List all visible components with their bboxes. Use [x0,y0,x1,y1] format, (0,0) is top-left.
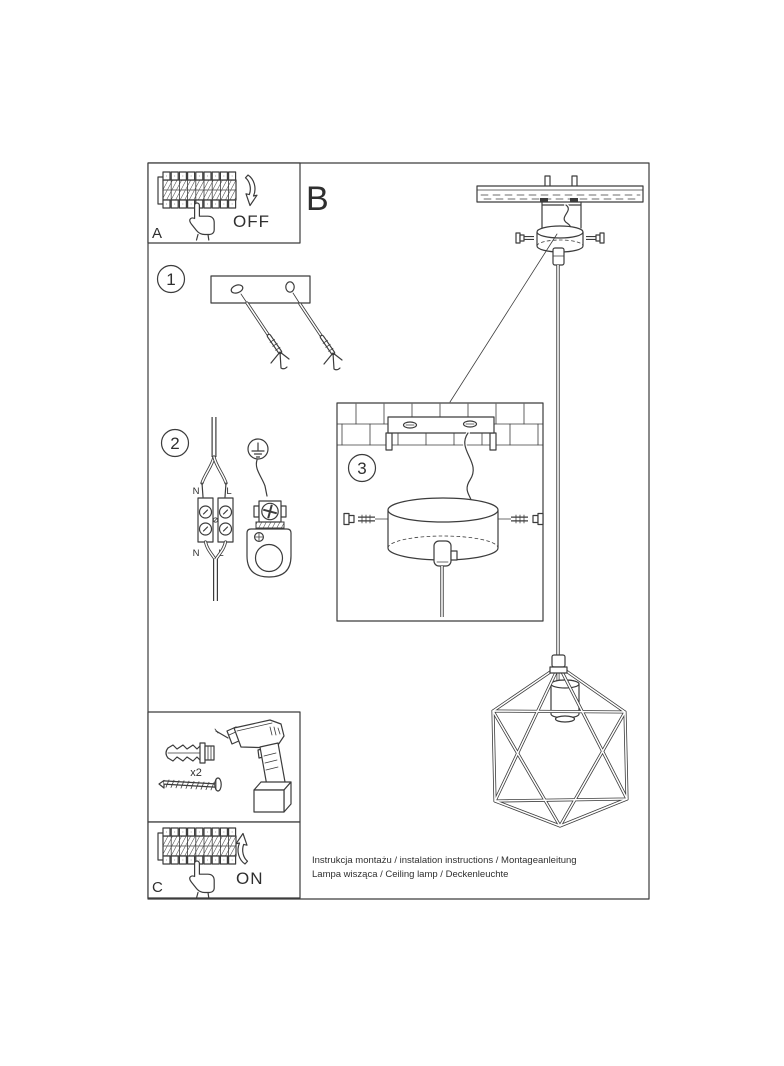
ground-wire [255,459,268,497]
wire-l-top-label: L [226,486,231,497]
outer-frame [147,162,650,900]
step-1-diagram: 1 [156,264,343,370]
supply-cable [200,417,228,498]
step-3-badge [347,453,377,483]
terminal-block [197,497,234,543]
cage-lamp [491,654,629,828]
wire-n-bottom-label: N [193,548,200,559]
footer-text: Instrukcja montażu / instalation instruc… [312,855,577,880]
cord-connector [552,247,565,266]
canopy-large [387,497,499,561]
step-2-number: 2 [170,434,179,453]
drill-icon [214,719,292,813]
anchor-qty-label: x2 [190,767,202,779]
bolt-right [571,175,578,188]
cage-cord-grip [549,654,568,674]
ground-symbol-icon [247,438,269,460]
strain-relief-body [246,528,292,578]
wire-cage [491,664,629,828]
section-b-label: B [306,180,329,218]
lamp-cable [203,540,228,601]
detail-leader-line [449,233,558,403]
mounting-plate [210,275,311,304]
canopy-screw-right [586,232,605,244]
step-2-badge [160,428,190,458]
step-a-label: A [152,225,162,242]
bolt-left [544,175,551,188]
step-1-badge [156,264,186,294]
step-3-detail: 3 [336,402,544,622]
on-label: ON [236,869,264,888]
step-c-label: C [152,879,163,896]
mount-bracket [540,198,582,229]
step-2-diagram: 2 N L N L [160,417,292,601]
cable-clamp [253,500,287,529]
off-label: OFF [233,212,270,231]
step-1-number: 1 [166,270,175,289]
step-3-number: 3 [357,459,366,478]
ceiling-mount-assembly [476,175,644,266]
footer-line-2: Lampa wisząca / Ceiling lamp / Deckenleu… [312,869,508,880]
screw-icon [158,777,222,792]
wall-plug-icon [165,742,215,764]
side-screw-left [343,512,389,526]
wire-n-top-label: N [193,486,200,497]
canopy-wire [464,432,474,506]
side-screw-right [497,512,544,526]
step-c-switch-on: ON C [147,821,301,899]
canopy-screw-left [515,232,534,244]
ceiling-beam [476,185,644,203]
cord-grip [433,540,458,567]
footer-line-1: Instrukcja montażu / instalation instruc… [312,855,577,866]
ceiling-bracket [385,416,497,451]
step-a-switch-off: OFF A [147,162,301,244]
hardware-box: x2 [147,711,301,823]
